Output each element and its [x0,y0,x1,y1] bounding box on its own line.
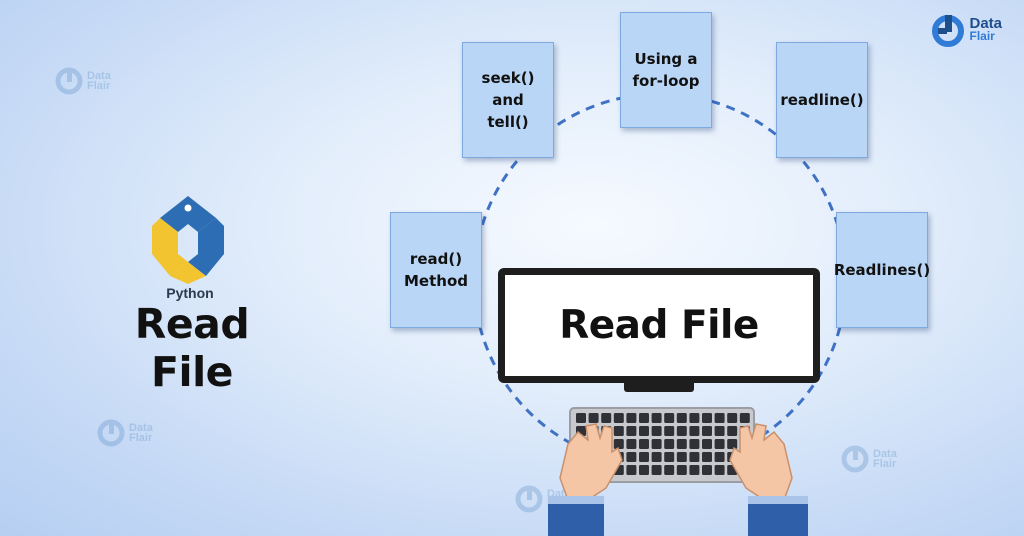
keyboard-key [651,413,662,423]
keyboard-key [739,413,750,423]
method-card-read[interactable]: read() Method [390,212,482,328]
keyboard-key [689,426,700,436]
keyboard-key [702,426,712,436]
python-logo-icon [152,196,224,284]
keyboard-key [588,413,599,423]
brand-wordmark: Data Flair [969,15,1002,43]
python-label: Python [166,285,214,301]
method-card-label: Readlines() [833,261,931,279]
dataflair-logo-icon [932,15,965,47]
monitor-stand [624,382,694,392]
method-card-readlines[interactable]: Readlines() [833,212,931,328]
keyboard-key [676,452,687,462]
left-cuff [548,496,604,504]
keyboard-key [651,452,662,462]
keyboard-key [626,452,637,462]
right-hand-icon [729,423,793,501]
keyboard-key [613,413,624,423]
keyboard-key [676,426,687,436]
keyboard-key [576,413,586,423]
keyboard-key [714,439,725,449]
keyboard-key [714,413,725,423]
keyboard-key [664,413,675,423]
method-card-seek-tell[interactable]: seek() and tell() [462,42,554,158]
keyboard-key [626,413,637,423]
keyboard-key [613,426,624,436]
laptop-screen: Read File [498,268,820,383]
keyboard-key [702,439,712,449]
dataflair-brand-logo[interactable]: Data Flair [930,12,1002,48]
method-card-readline[interactable]: readline() [776,42,868,158]
keyboard-key [676,413,687,423]
keyboard-key [727,426,738,436]
keyboard-key [613,439,624,449]
keyboard-key [651,439,662,449]
keyboard-key [714,452,725,462]
keyboard-key [651,426,662,436]
keyboard-key [702,413,712,423]
keyboard-key [727,413,738,423]
keyboard-key [639,465,649,475]
keyboard-key [727,439,738,449]
keyboard-key [689,439,700,449]
right-cuff [748,496,808,504]
keyboard-with-hands [548,407,808,536]
left-sleeve [548,498,604,536]
keyboard-key [639,439,649,449]
screen-title: Read File [559,303,759,348]
method-card-label: seek() and tell() [481,69,535,131]
keyboard-key [676,465,687,475]
keyboard-key [601,413,612,423]
keyboard-key [676,439,687,449]
keyboard-key [664,439,675,449]
keyboard-key [651,465,662,475]
keyboard-key [702,452,712,462]
method-card-for-loop[interactable]: Using a for-loop [620,12,712,128]
keyboard-key [639,452,649,462]
keyboard-key [664,426,675,436]
keyboard-key [714,426,725,436]
method-card-label: read() Method [404,250,468,290]
keyboard-key [664,452,675,462]
keyboard-key [639,413,649,423]
keyboard-key [689,465,700,475]
keyboard-key [626,465,637,475]
keyboard-key [639,426,649,436]
keyboard-key [689,452,700,462]
keyboard-key [689,413,700,423]
method-card-label: Using a for-loop [632,50,700,90]
keyboard-key [702,465,712,475]
keyboard-key [626,426,637,436]
page-title: Read File [134,300,250,396]
method-card-label: readline() [780,91,864,109]
keyboard-key [664,465,675,475]
right-sleeve [748,498,808,536]
keyboard-key [626,439,637,449]
keyboard-key [714,465,725,475]
